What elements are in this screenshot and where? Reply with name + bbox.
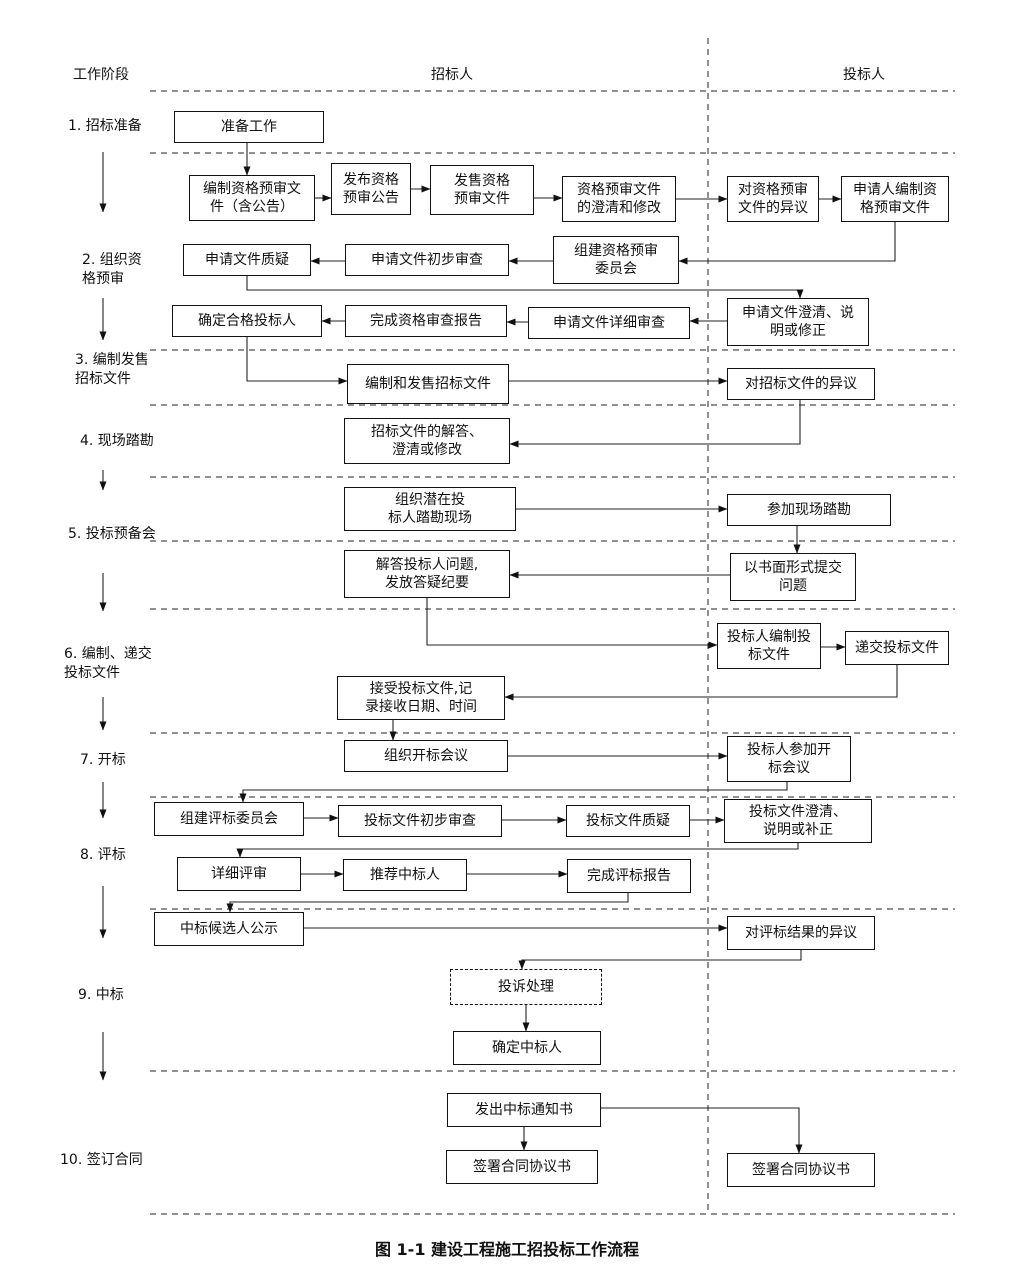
step-form-committee: 组建资格预审 委员会 bbox=[553, 236, 679, 284]
step-clarify-prequal: 资格预审文件 的澄清和修改 bbox=[562, 176, 676, 222]
step-applicant-clarify: 申请文件澄清、说 明或修正 bbox=[727, 298, 869, 346]
step-bid-clarify: 投标文件澄清、 说明或补正 bbox=[724, 799, 872, 843]
step-organize-visit: 组织潜在投 标人踏勘现场 bbox=[344, 487, 516, 531]
step-sign-t: 签署合同协议书 bbox=[446, 1150, 598, 1184]
figure-caption: 图 1-1 建设工程施工招投标工作流程 bbox=[374, 1240, 640, 1259]
bidder-column-header: 投标人 bbox=[843, 67, 885, 83]
step-answer-questions: 解答投标人问题, 发放答疑纪要 bbox=[344, 550, 510, 598]
step-complete-report: 完成资格审查报告 bbox=[345, 305, 507, 337]
step-determine-winner: 确定中标人 bbox=[453, 1031, 601, 1065]
step-issue-notice: 发出中标通知书 bbox=[447, 1093, 601, 1127]
step-attend-opening: 投标人参加开 标会议 bbox=[727, 736, 851, 782]
step-objection-prequal: 对资格预审 文件的异议 bbox=[727, 176, 819, 222]
flow-arrow bbox=[236, 843, 799, 858]
step-objection-result: 对评标结果的异议 bbox=[727, 916, 875, 950]
flow-arrow bbox=[678, 222, 896, 265]
stage-label: 9. 中标 bbox=[78, 987, 124, 1003]
step-recommend: 推荐中标人 bbox=[343, 859, 467, 891]
step-accept-bid: 接受投标文件,记 录接收日期、时间 bbox=[337, 676, 505, 720]
stage-label: 8. 评标 bbox=[80, 847, 126, 863]
step-compile-prequal: 编制资格预审文 件（含公告） bbox=[189, 175, 315, 221]
step-objection-tender: 对招标文件的异议 bbox=[727, 368, 875, 400]
step-written-questions: 以书面形式提交 问题 bbox=[730, 553, 856, 601]
step-applicant-question: 申请文件质疑 bbox=[183, 244, 311, 276]
step-form-eval: 组建评标委员会 bbox=[154, 802, 304, 836]
stage-label: 2. 组织资 格预审 bbox=[82, 252, 142, 287]
step-detailed-eval: 详细评审 bbox=[177, 857, 301, 891]
step-detail-review: 申请文件详细审查 bbox=[528, 307, 690, 339]
step-prep-work: 准备工作 bbox=[174, 111, 324, 143]
step-prelim-review: 申请文件初步审查 bbox=[345, 244, 509, 276]
step-applicant-compile: 申请人编制资 格预审文件 bbox=[841, 176, 949, 222]
stage-label: 4. 现场踏勘 bbox=[80, 433, 154, 449]
flow-arrow bbox=[246, 337, 348, 385]
step-compile-sell-tender: 编制和发售招标文件 bbox=[347, 364, 509, 404]
stage-label: 7. 开标 bbox=[80, 752, 126, 768]
step-answer-tender: 招标文件的解答、 澄清或修改 bbox=[344, 418, 510, 464]
step-submit-bid: 递交投标文件 bbox=[845, 631, 949, 665]
tenderer-column-header: 招标人 bbox=[431, 67, 473, 83]
stage-label: 1. 招标准备 bbox=[68, 118, 142, 134]
step-sign-b: 签署合同协议书 bbox=[727, 1153, 875, 1187]
step-bidder-compile: 投标人编制投 标文件 bbox=[717, 623, 821, 669]
step-bid-prelim: 投标文件初步审查 bbox=[338, 805, 502, 837]
flow-arrow bbox=[239, 782, 788, 803]
flow-arrow bbox=[601, 1107, 803, 1154]
flow-arrow bbox=[504, 665, 898, 701]
flow-arrow bbox=[426, 598, 718, 649]
flow-arrow bbox=[246, 276, 804, 299]
stage-label: 10. 签订合同 bbox=[60, 1152, 143, 1168]
step-eval-report: 完成评标报告 bbox=[567, 859, 691, 893]
stage-label: 3. 编制发售 招标文件 bbox=[75, 352, 149, 387]
stage-column-header: 工作阶段 bbox=[73, 67, 129, 83]
step-attend-visit: 参加现场踏勘 bbox=[727, 494, 891, 526]
flow-arrow bbox=[509, 400, 801, 448]
step-confirm-bidders: 确定合格投标人 bbox=[172, 305, 322, 337]
step-publicize: 中标候选人公示 bbox=[154, 912, 304, 946]
flow-arrow bbox=[226, 893, 629, 913]
step-publish-notice: 发布资格 预审公告 bbox=[331, 163, 411, 215]
stage-label: 5. 投标预备会 bbox=[68, 526, 156, 542]
step-organize-opening: 组织开标会议 bbox=[344, 740, 508, 772]
stage-label: 6. 编制、递交 投标文件 bbox=[64, 646, 152, 681]
step-complaint: 投诉处理 bbox=[450, 969, 602, 1005]
flow-arrow bbox=[518, 950, 802, 970]
step-bid-question: 投标文件质疑 bbox=[566, 805, 690, 837]
step-sell-prequal: 发售资格 预审文件 bbox=[430, 165, 534, 215]
